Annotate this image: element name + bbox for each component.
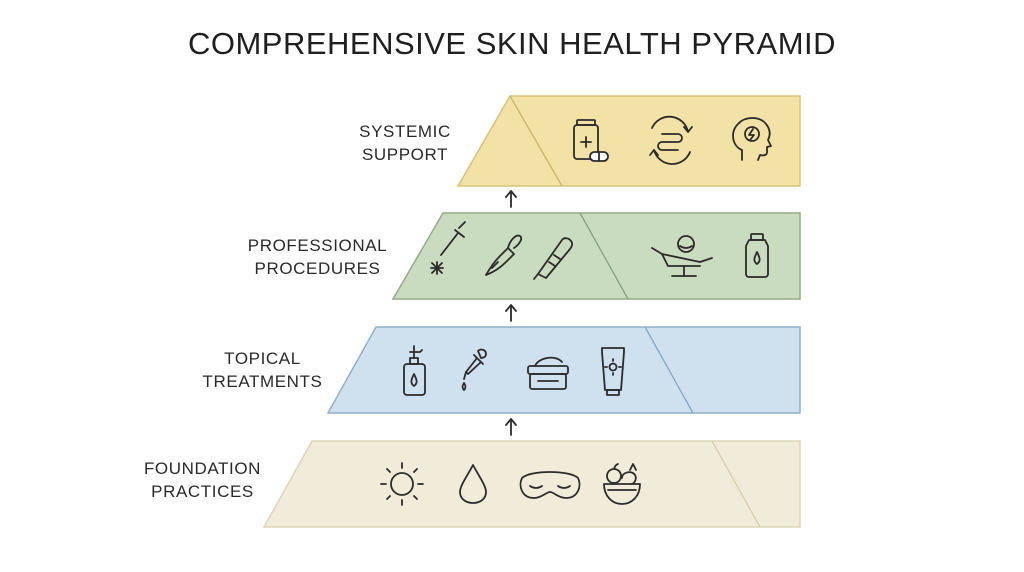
cream-jar-icon xyxy=(527,356,569,390)
tier-band xyxy=(326,326,801,414)
tier-systemic-support xyxy=(456,95,801,187)
tier-label-line: FOUNDATION xyxy=(143,459,262,478)
tier-foundation-practices xyxy=(262,440,801,528)
microneedling-pen-icon xyxy=(533,237,573,280)
up-arrow-icon xyxy=(505,304,517,322)
gut-health-icon xyxy=(649,115,693,165)
supplement-bottle-icon xyxy=(573,119,609,162)
tier-label-line: TOPICAL xyxy=(224,349,301,368)
tier-divider xyxy=(644,326,694,414)
serum-vial-icon xyxy=(745,233,769,278)
tier-label-line: PROCEDURES xyxy=(254,259,381,278)
tier-label-line: SUPPORT xyxy=(361,145,449,164)
dropper-icon xyxy=(461,348,487,391)
sunscreen-tube-icon xyxy=(601,347,625,396)
water-drop-icon xyxy=(459,464,487,504)
tier-label-professional: PROFESSIONAL PROCEDURES xyxy=(225,234,410,280)
pump-bottle-icon xyxy=(403,345,426,396)
tier-professional-procedures xyxy=(391,212,801,300)
fruit-bowl-icon xyxy=(603,463,641,505)
up-arrow-icon xyxy=(505,190,517,208)
tier-label-systemic: SYSTEMIC SUPPORT xyxy=(340,120,470,166)
sun-icon xyxy=(380,462,424,506)
sleep-mask-icon xyxy=(519,471,581,499)
facial-treatment-chair-icon xyxy=(651,235,713,277)
tier-divider xyxy=(711,440,761,528)
tier-label-line: PROFESSIONAL xyxy=(247,236,388,255)
tier-label-line: TREATMENTS xyxy=(202,372,323,391)
tier-divider xyxy=(579,212,629,300)
tier-band xyxy=(391,212,801,300)
page-title: COMPREHENSIVE SKIN HEALTH PYRAMID xyxy=(187,26,837,61)
tier-topical-treatments xyxy=(326,326,801,414)
tier-band xyxy=(262,440,801,528)
laser-icon xyxy=(430,221,466,275)
microcurrent-device-icon xyxy=(485,234,523,276)
brain-mind-icon xyxy=(732,117,772,161)
tier-label-foundation: FOUNDATION PRACTICES xyxy=(120,457,285,503)
tier-label-topical: TOPICAL TREATMENTS xyxy=(190,347,335,393)
up-arrow-icon xyxy=(505,418,517,436)
tier-divider xyxy=(509,95,563,187)
tier-label-line: PRACTICES xyxy=(151,482,254,501)
tier-label-line: SYSTEMIC xyxy=(359,122,451,141)
tier-band xyxy=(456,95,801,187)
